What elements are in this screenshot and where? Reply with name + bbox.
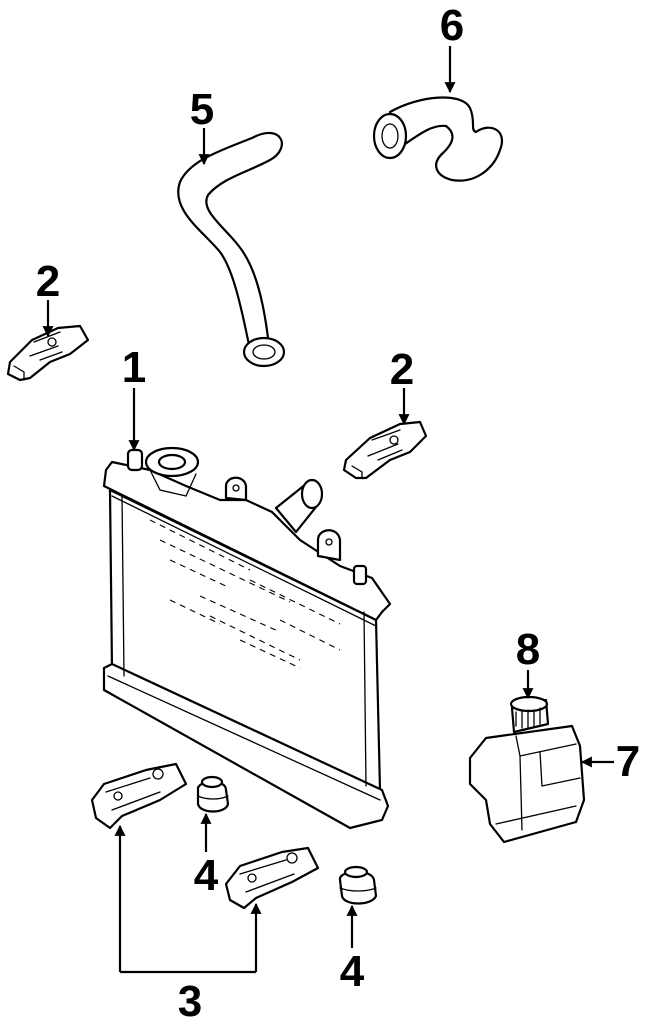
callout-3-leader bbox=[114, 824, 262, 974]
upper-radiator-hose bbox=[177, 131, 286, 368]
radiator-mount-right bbox=[338, 865, 378, 905]
lower-radiator-hose bbox=[372, 96, 503, 182]
lower-bracket-right bbox=[224, 846, 320, 910]
callout-4-left: 4 bbox=[194, 851, 219, 900]
callout-3: 3 bbox=[178, 977, 202, 1024]
callout-2-left: 2 bbox=[36, 257, 60, 306]
coolant-reservoir bbox=[468, 724, 586, 844]
callout-8: 8 bbox=[516, 625, 540, 674]
reservoir-cap bbox=[509, 695, 550, 734]
callout-4-right: 4 bbox=[340, 947, 365, 996]
callout-7: 7 bbox=[616, 737, 640, 786]
callout-1: 1 bbox=[122, 343, 146, 392]
radiator bbox=[102, 446, 392, 830]
radiator-mount-left bbox=[196, 775, 230, 813]
upper-bracket-right bbox=[342, 420, 428, 480]
callout-2-right: 2 bbox=[390, 345, 414, 394]
lower-bracket-left bbox=[90, 762, 188, 830]
callout-5: 5 bbox=[190, 85, 214, 134]
callout-6: 6 bbox=[440, 1, 464, 50]
